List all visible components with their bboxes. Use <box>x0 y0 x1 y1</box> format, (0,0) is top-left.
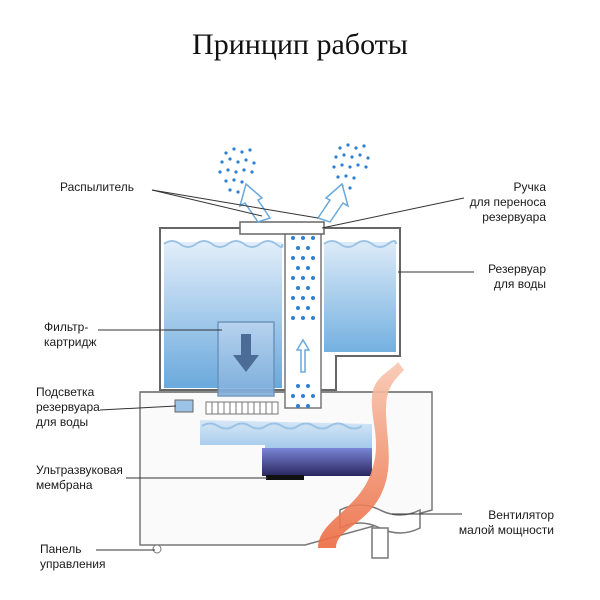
filter-grille <box>205 401 279 415</box>
mist-cloud-right <box>332 143 370 190</box>
label-reservoir: Резервуар для воды <box>488 262 546 291</box>
label-membrane: Ультразвуковая мембрана <box>36 463 123 492</box>
label-sprayer: Распылитель <box>60 180 134 194</box>
mist-dots-column <box>291 236 315 408</box>
mist-cloud-left <box>218 147 256 194</box>
backlight <box>174 399 194 413</box>
airflow <box>318 362 404 548</box>
leader-lines <box>96 189 474 551</box>
label-backlight: Подсветка резервуара для воды <box>36 385 100 429</box>
membrane-housing <box>262 448 372 476</box>
mist-up-arrow <box>295 338 311 373</box>
water-right <box>324 242 396 352</box>
label-fan: Вентилятор малой мощности <box>458 508 554 537</box>
page-title: Принцип работы <box>192 28 408 61</box>
ultrasonic-membrane <box>266 475 304 480</box>
label-control-panel: Панель управления <box>40 542 106 571</box>
label-filter: Фильтр- картридж <box>44 320 97 349</box>
carry-handle <box>239 221 325 235</box>
control-knob <box>152 544 162 554</box>
filter-arrow <box>233 334 259 372</box>
label-handle: Ручка для переноса резервуара <box>469 180 546 224</box>
mist-arrow-left <box>238 182 272 223</box>
mist-arrow-right <box>316 182 350 223</box>
